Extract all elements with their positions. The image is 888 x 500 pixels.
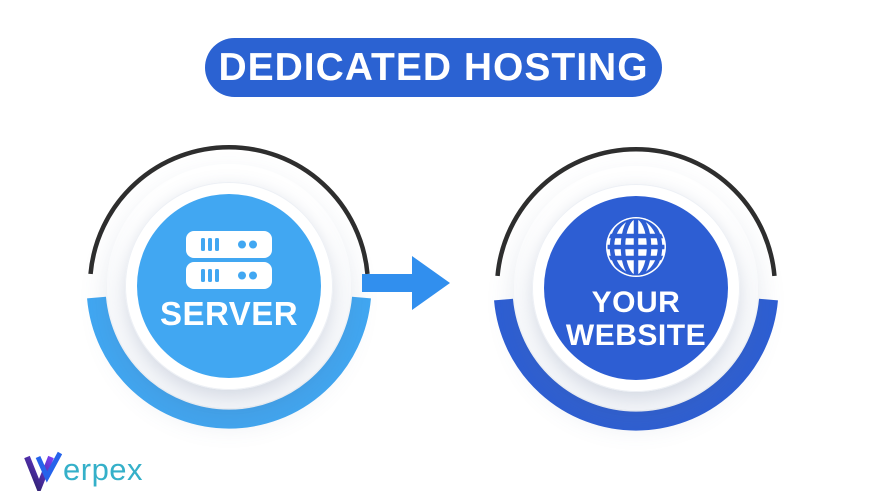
website-bottom-arc-icon <box>494 298 778 431</box>
server-label: SERVER <box>159 294 299 332</box>
server-node: SERVER <box>84 141 374 431</box>
globe-icon <box>606 217 666 278</box>
website-node: YOUR WEBSITE <box>491 143 781 433</box>
website-label-line2: WEBSITE <box>565 318 707 352</box>
server-icon <box>186 230 272 289</box>
website-label-line1: YOUR <box>591 286 681 320</box>
brand-logo: erpex <box>24 449 143 491</box>
website-top-arc-icon <box>495 146 777 277</box>
flow-arrow-icon <box>362 256 450 310</box>
server-icon-details <box>201 237 257 282</box>
website-node-arcs <box>494 146 778 431</box>
server-bottom-arc-icon <box>87 296 371 429</box>
server-node-arcs <box>87 144 371 429</box>
verpex-logo-mark-icon <box>24 451 62 491</box>
brand-wordmark: erpex <box>63 452 144 487</box>
server-top-arc-icon <box>88 144 370 275</box>
server-core-circle: SERVER <box>137 194 321 378</box>
globe-icon-grid <box>607 218 665 276</box>
website-label: YOUR WEBSITE <box>565 286 707 352</box>
website-core-circle: YOUR WEBSITE <box>544 196 728 380</box>
title-banner: DEDICATED HOSTING <box>205 38 662 97</box>
page-title: DEDICATED HOSTING <box>218 45 649 89</box>
